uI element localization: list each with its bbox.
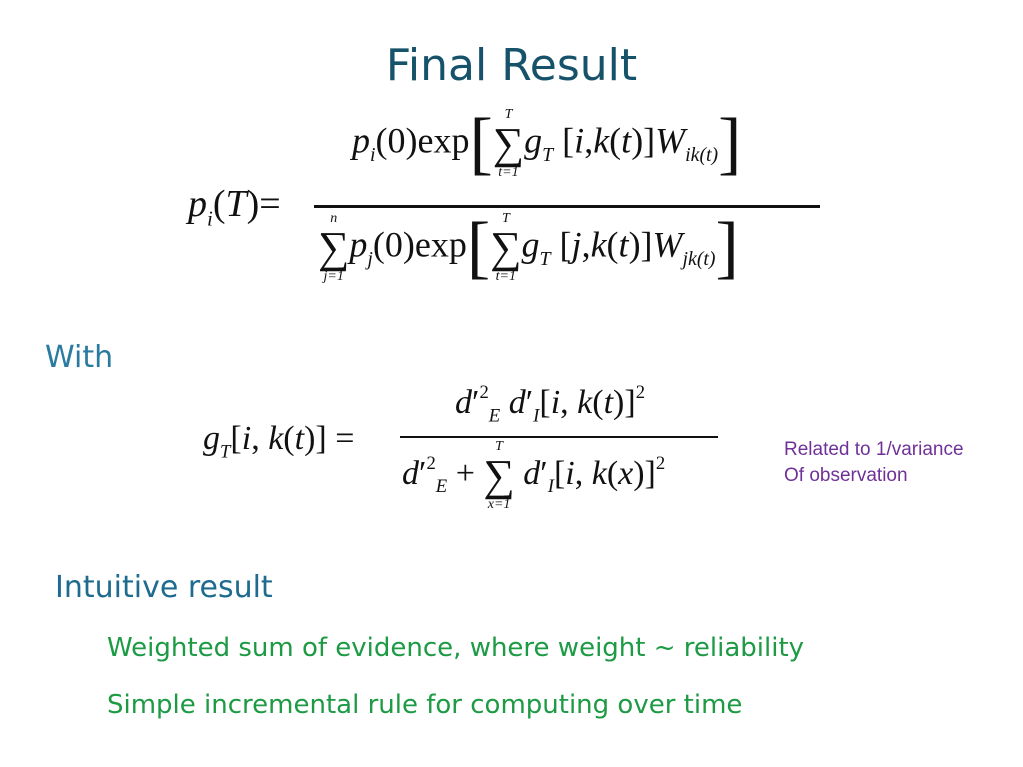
side-note-line-1: Related to 1/variance: [784, 439, 964, 460]
eq1-fraction-bar: [314, 205, 820, 208]
slide-title: Final Result: [385, 40, 638, 91]
eq2-numerator: d′2E d′I[i, k(t)]2: [455, 382, 646, 427]
bullet-item: Weighted sum of evidence, where weight ~…: [107, 633, 805, 663]
eq2-lhs: gT[i, k(t)] =: [203, 420, 355, 463]
side-note: Related to 1/variance Of observation: [784, 437, 964, 489]
side-note-line-2: Of observation: [784, 465, 908, 486]
eq1-lhs: pi(T)=: [188, 183, 281, 231]
bullet-item: Simple incremental rule for computing ov…: [107, 690, 743, 720]
eq2-denominator: d′2E + T∑x=1 d′I[i, k(x)]2: [402, 439, 666, 512]
with-label: With: [45, 340, 114, 375]
eq2-fraction-bar: [400, 436, 718, 438]
section-heading: Intuitive result: [55, 570, 273, 605]
